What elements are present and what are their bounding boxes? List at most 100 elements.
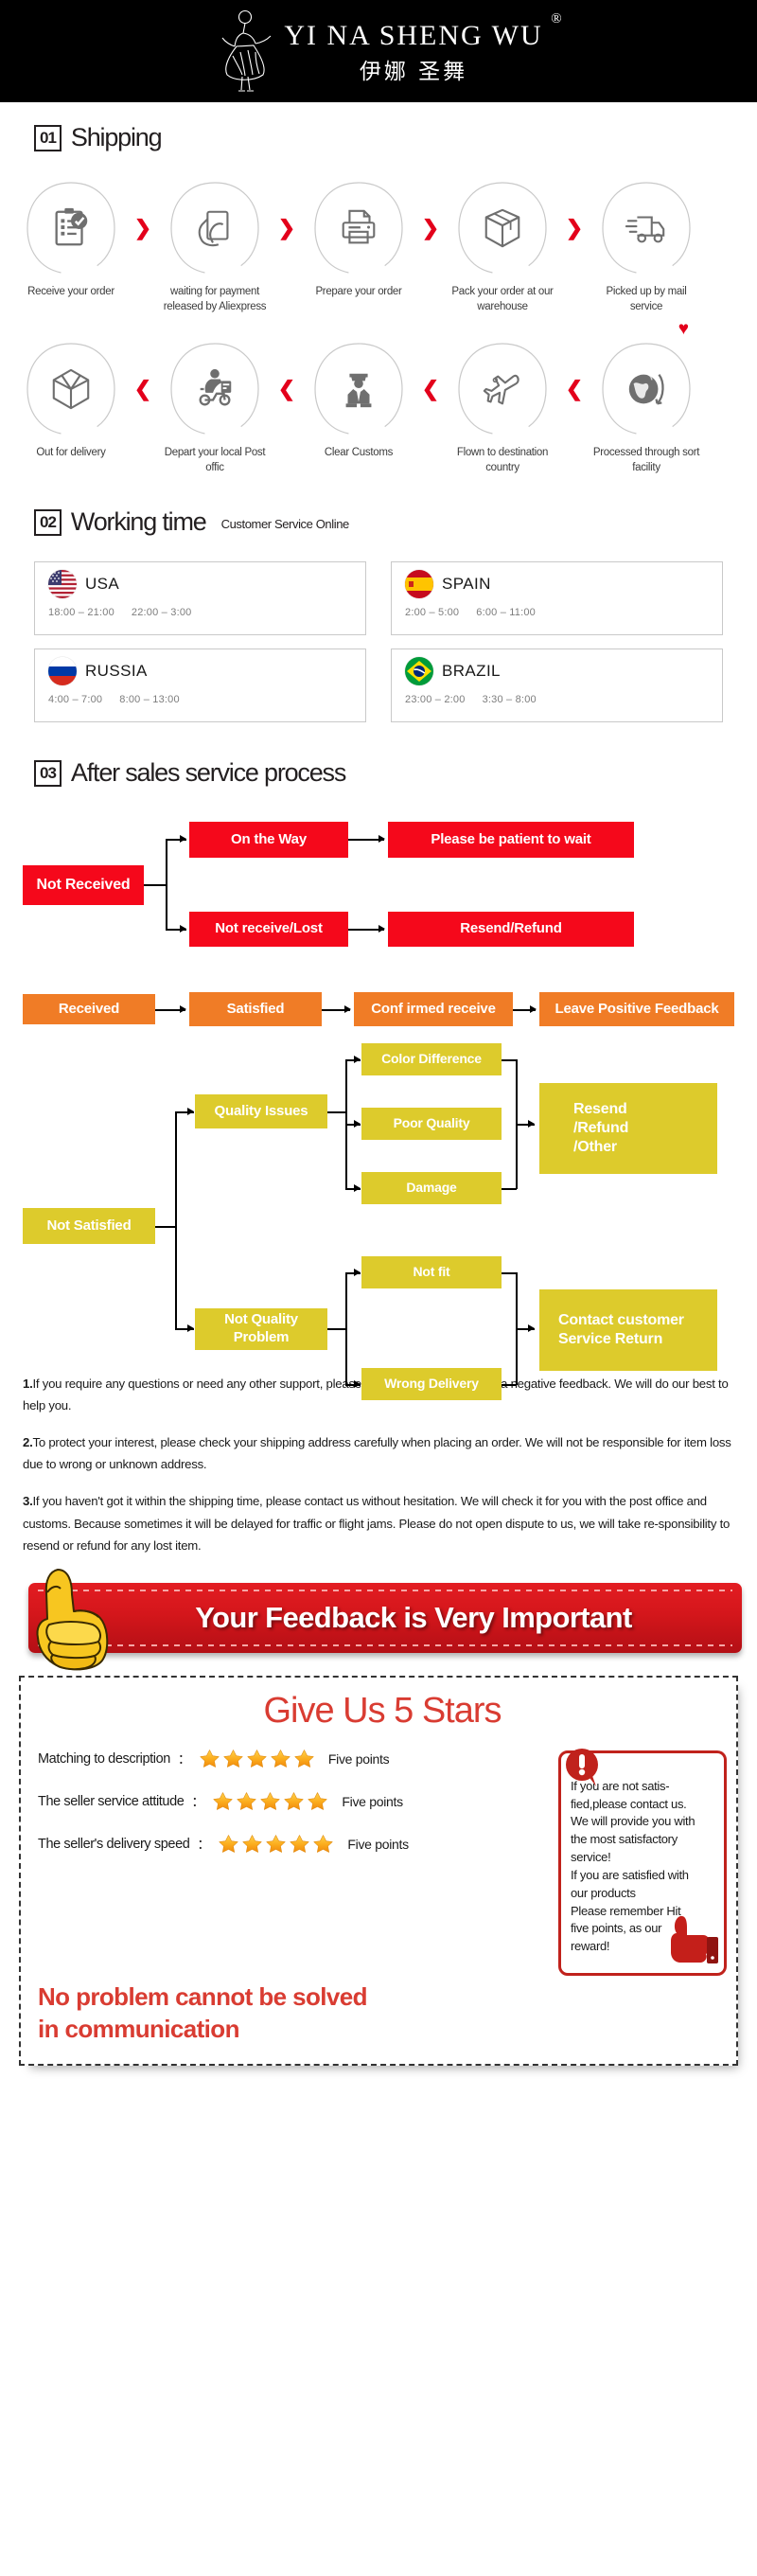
note-number: 3. xyxy=(23,1494,33,1509)
section-number: 03 xyxy=(34,760,62,788)
rating-colon: ： xyxy=(197,1837,211,1853)
hand-card-icon xyxy=(166,179,264,277)
note-number: 2. xyxy=(23,1435,33,1450)
flow-box-not-receive-lost: Not receive/Lost xyxy=(189,912,348,948)
star-icon xyxy=(219,1834,238,1853)
rating-label: The seller service attitude xyxy=(38,1794,185,1810)
airplane-icon xyxy=(453,340,552,438)
brand-text: YI NA SHENG WU ® 伊娜 圣舞 xyxy=(284,11,561,85)
warning-text: If you are not satis-fied,please contact… xyxy=(571,1778,716,1956)
open-box-icon xyxy=(22,340,120,438)
rating-points: Five points xyxy=(342,1794,403,1810)
printer-icon xyxy=(309,179,408,277)
star-icon xyxy=(313,1834,333,1853)
flow-box-not-quality-problem: Not Quality Problem xyxy=(195,1308,327,1351)
chevron-left-icon: ❮ xyxy=(277,377,296,401)
flow-box-line: /Other xyxy=(573,1139,617,1156)
flow-box-line: Resend xyxy=(573,1101,627,1118)
warning-line: We will provide you with xyxy=(571,1814,695,1829)
shipping-step: Pack your order at our warehouse xyxy=(445,179,560,314)
warning-line: the most satisfactory xyxy=(571,1832,678,1847)
flow-box-line: Contact customer xyxy=(558,1312,684,1329)
star-icon xyxy=(247,1749,267,1768)
brazil-flag-icon xyxy=(405,657,433,686)
warning-line: fied,please contact us. xyxy=(571,1796,687,1811)
after-sales-title: After sales service process xyxy=(70,758,346,788)
star-rating[interactable] xyxy=(212,1791,328,1813)
note-number: 1. xyxy=(23,1377,33,1392)
flow-box-on-the-way: On the Way xyxy=(189,822,348,859)
star-icon xyxy=(260,1791,280,1810)
flow-box-poor-quality: Poor Quality xyxy=(361,1108,502,1141)
star-rating[interactable] xyxy=(199,1749,315,1770)
usa-flag-icon xyxy=(48,570,77,599)
flow-box-not-fit: Not fit xyxy=(361,1256,502,1289)
communication-slogan: No problem cannot be solved in communica… xyxy=(38,1981,727,2046)
flow-down-arrow: ♥ xyxy=(678,319,689,340)
hours-range: 23:00 – 2:00 xyxy=(405,694,466,706)
customs-officer-icon xyxy=(309,340,408,438)
warning-line: If you are not satis- xyxy=(571,1778,670,1793)
chevron-right-icon: ❯ xyxy=(133,216,152,240)
rating-label: Matching to description xyxy=(38,1751,170,1768)
working-hours: 23:00 – 2:00 3:30 – 8:00 xyxy=(405,694,709,705)
shipping-step: Receive your order xyxy=(13,179,129,300)
shipping-step: waiting for payment released by Aliexpre… xyxy=(157,179,273,314)
flow-box-received: Received xyxy=(23,994,155,1025)
shipping-step: Clear Customs xyxy=(301,340,416,461)
shipping-row-2: Out for delivery❮Depart your local Post … xyxy=(13,340,744,475)
dancer-logo-icon xyxy=(221,9,272,92)
star-icon xyxy=(242,1834,262,1853)
star-icon xyxy=(266,1834,286,1853)
globe-icon xyxy=(597,340,695,438)
shipping-step-label: Depart your local Post offic xyxy=(164,447,266,473)
rating-label: The seller's delivery speed xyxy=(38,1837,190,1853)
spain-flag-icon xyxy=(405,570,433,599)
country-name: SPAIN xyxy=(442,575,491,594)
flow-box-quality-issues: Quality Issues xyxy=(195,1094,327,1129)
warning-line: If you are satisfied with xyxy=(571,1867,689,1882)
clipboard-check-icon xyxy=(22,179,120,277)
warning-line: reward! xyxy=(571,1939,610,1954)
flow-box-not-received: Not Received xyxy=(23,865,144,906)
slogan-line-2: in communication xyxy=(38,2014,239,2043)
shipping-step: Flown to destination country xyxy=(445,340,560,475)
note-text: If you haven't got it within the shippin… xyxy=(23,1494,731,1553)
site-header: YI NA SHENG WU ® 伊娜 圣舞 xyxy=(0,0,757,102)
working-hours: 2:00 – 5:00 6:00 – 11:00 xyxy=(405,607,709,618)
star-icon xyxy=(294,1749,314,1768)
warning-line: our products xyxy=(571,1885,636,1900)
star-icon xyxy=(271,1749,290,1768)
hours-range: 8:00 – 13:00 xyxy=(119,694,180,706)
hours-range: 6:00 – 11:00 xyxy=(476,607,536,619)
working-time-title: Working time xyxy=(70,507,207,537)
thumbs-up-red-icon xyxy=(671,1915,718,1963)
give-stars-box: Give Us 5 Stars Matching to description ：… xyxy=(19,1675,738,2067)
shipping-step-label: Processed through sort facility xyxy=(592,447,700,473)
flow-box-line: Service Return xyxy=(558,1331,663,1348)
shipping-heading: 01 Shipping xyxy=(0,123,757,154)
star-icon xyxy=(223,1749,243,1768)
chevron-left-icon: ❮ xyxy=(565,377,584,401)
shipping-step: Picked up by mail service xyxy=(589,179,704,314)
chevron-left-icon: ❮ xyxy=(133,377,152,401)
flow-box-be-patient: Please be patient to wait xyxy=(388,822,634,859)
shipping-step-label: Prepare your order xyxy=(315,286,402,297)
shipping-step: Out for delivery xyxy=(13,340,129,461)
give-stars-title: Give Us 5 Stars xyxy=(263,1690,502,1731)
rating-colon: ： xyxy=(177,1751,191,1768)
flow-box-resend-refund-other: Resend/Refund/Other xyxy=(539,1083,717,1175)
note-item: 2.To protect your interest, please check… xyxy=(23,1431,734,1475)
working-time-subtitle: Customer Service Online xyxy=(220,517,350,532)
hours-range: 3:30 – 8:00 xyxy=(482,694,537,706)
hours-range: 2:00 – 5:00 xyxy=(405,607,460,619)
hours-range: 18:00 – 21:00 xyxy=(48,607,114,619)
red-flowchart: Not Received On the Way Please be patien… xyxy=(0,814,757,956)
flow-box-line: /Refund xyxy=(573,1120,629,1137)
star-rating[interactable] xyxy=(218,1834,334,1856)
